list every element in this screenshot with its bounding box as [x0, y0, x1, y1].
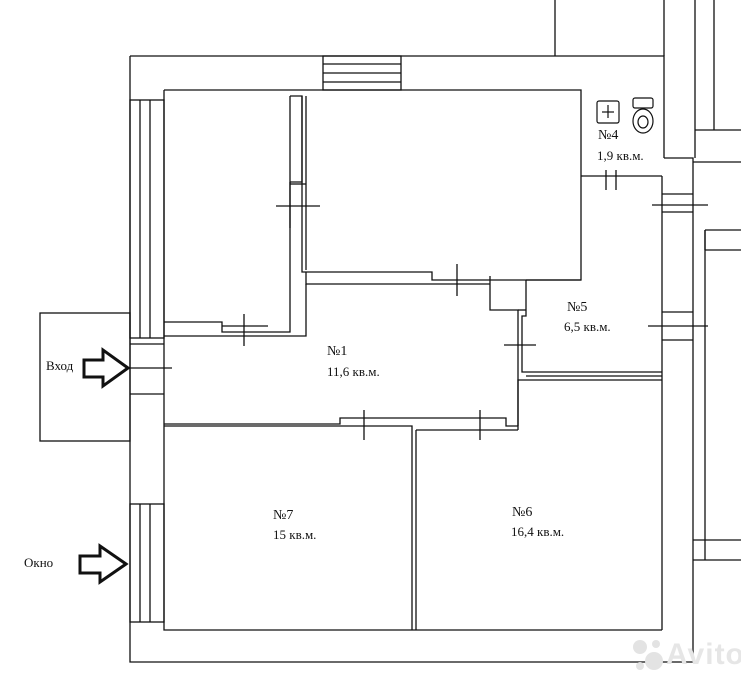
- room-7-number: №7: [273, 508, 294, 523]
- room-6-7-walls: [164, 379, 662, 630]
- room-5-area: 6,5 кв.м.: [564, 319, 611, 334]
- entrance-label: Вход: [46, 358, 74, 373]
- room-4-area: 1,9 кв.м.: [597, 148, 644, 163]
- room-1-number: №1: [327, 344, 348, 359]
- room-7-area: 15 кв.м.: [273, 527, 317, 542]
- window-right-upper: [652, 193, 708, 213]
- entrance-door: [39, 312, 172, 442]
- room-1-area: 11,6 кв.м.: [327, 364, 380, 379]
- room-5-number: №5: [567, 300, 588, 315]
- room-4-number: №4: [598, 128, 619, 143]
- window-right-middle: [648, 311, 708, 341]
- room-4-walls: [581, 170, 617, 190]
- window-left-upper: [129, 99, 165, 339]
- arrow-right-icon: [78, 543, 129, 585]
- window-top: [322, 55, 402, 91]
- adjacent-walls: [554, 0, 741, 561]
- toilet-icon: [632, 97, 654, 134]
- room-upper-center: [301, 95, 582, 296]
- room-1-walls: [164, 276, 536, 440]
- window-label: Окно: [24, 555, 54, 570]
- avito-logo-icon: [633, 640, 663, 670]
- sink-icon: [596, 100, 620, 124]
- watermark: Avito: [666, 638, 741, 671]
- room-6-number: №6: [512, 505, 533, 520]
- window-left-lower: [129, 503, 165, 623]
- room-6-area: 16,4 кв.м.: [511, 524, 565, 539]
- room-upper-left: [164, 95, 320, 346]
- room-5-walls: [521, 279, 662, 377]
- arrow-right-icon: [82, 347, 131, 389]
